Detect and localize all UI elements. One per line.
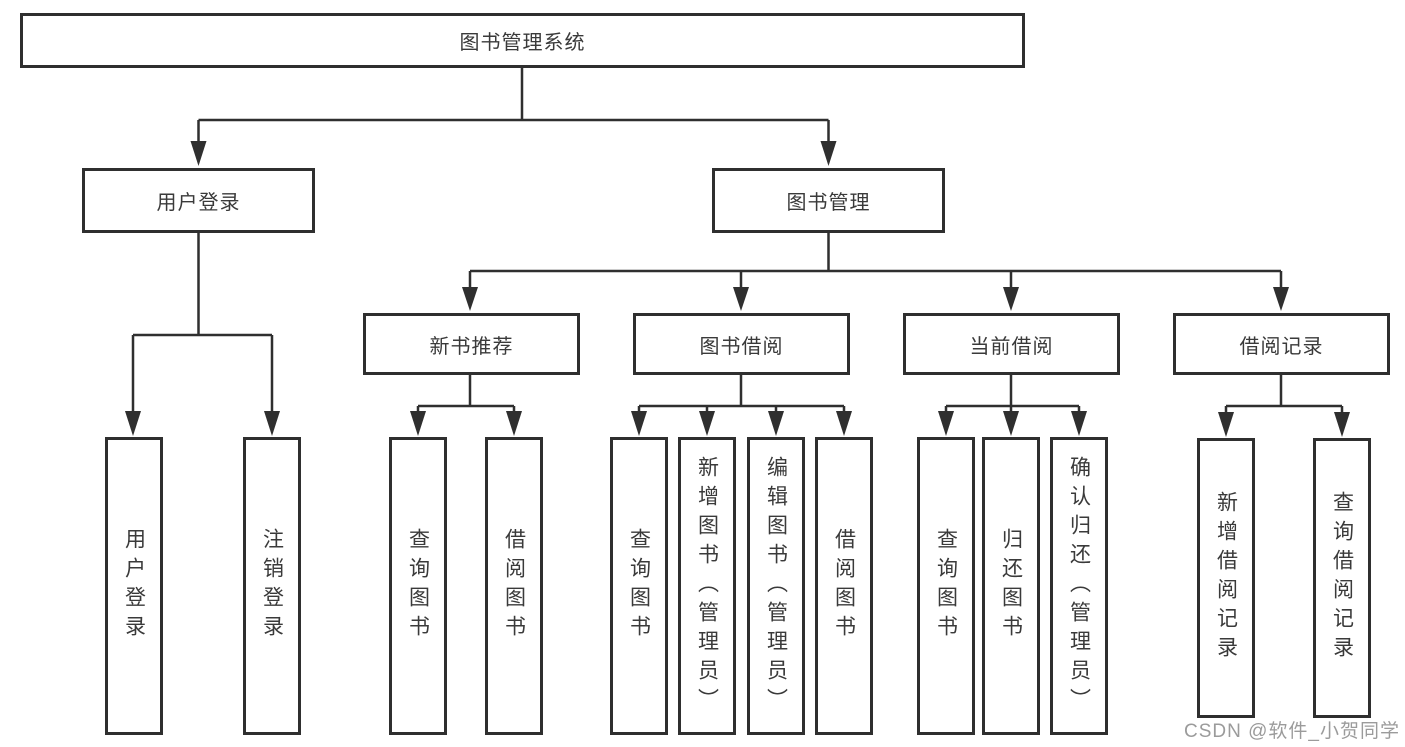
node-label: 用户登录: [156, 192, 241, 214]
node-label: 新书推荐: [429, 335, 514, 358]
node-label: 借阅图书: [832, 528, 856, 644]
node-label: 查询图书: [934, 528, 958, 644]
arrowheads: [125, 141, 1350, 437]
node-new-book-recommend: 新书推荐: [363, 313, 580, 375]
node-borrow-records: 借阅记录: [1173, 313, 1390, 375]
leaf-newbook-query-book: 查询图书: [389, 437, 447, 735]
node-book-borrow: 图书借阅: [633, 313, 850, 375]
node-user-login: 用户登录: [82, 168, 315, 233]
node-label: 用户登录: [122, 528, 146, 644]
leaf-return-book: 归还图书: [982, 437, 1040, 735]
node-book-management: 图书管理: [712, 168, 945, 233]
node-label: 借阅图书: [502, 528, 526, 644]
node-label: 注销登录: [260, 528, 284, 644]
node-label: 确认归还（管理员）: [1067, 455, 1091, 717]
node-label: 当前借阅: [969, 335, 1054, 358]
node-label: 新增借阅记录: [1214, 491, 1238, 665]
node-label: 图书管理系统: [459, 32, 586, 54]
node-label: 编辑图书（管理员）: [764, 455, 788, 717]
leaf-add-borrow-record: 新增借阅记录: [1197, 438, 1255, 718]
leaf-query-borrow-record: 查询借阅记录: [1313, 438, 1371, 718]
node-current-borrow: 当前借阅: [903, 313, 1120, 375]
node-label: 查询借阅记录: [1330, 491, 1354, 665]
watermark: CSDN @软件_小贺同学: [1184, 721, 1400, 742]
leaf-borrow-query-book: 查询图书: [610, 437, 668, 735]
leaf-add-book-admin: 新增图书（管理员）: [678, 437, 736, 735]
node-label: 查询图书: [406, 528, 430, 644]
leaf-newbook-borrow-book: 借阅图书: [485, 437, 543, 735]
leaf-current-query-book: 查询图书: [917, 437, 975, 735]
node-label: 借阅记录: [1239, 335, 1324, 358]
node-root: 图书管理系统: [20, 13, 1025, 68]
leaf-confirm-return-admin: 确认归还（管理员）: [1050, 437, 1108, 735]
leaf-logout: 注销登录: [243, 437, 301, 735]
leaf-user-login: 用户登录: [105, 437, 163, 735]
node-label: 图书借阅: [699, 335, 784, 358]
node-label: 图书管理: [786, 192, 871, 214]
leaf-borrow-borrow-book: 借阅图书: [815, 437, 873, 735]
leaf-edit-book-admin: 编辑图书（管理员）: [747, 437, 805, 735]
node-label: 查询图书: [627, 528, 651, 644]
node-label: 归还图书: [999, 528, 1023, 644]
node-label: 新增图书（管理员）: [695, 455, 719, 717]
